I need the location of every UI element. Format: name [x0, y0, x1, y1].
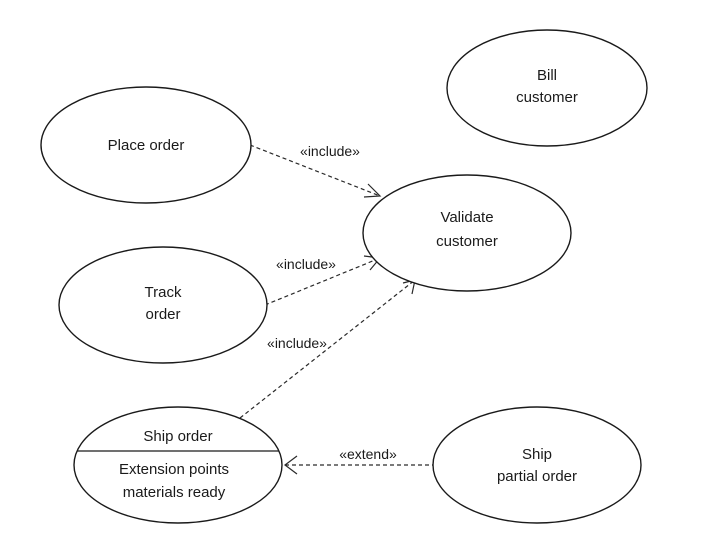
ship-partial-order-line1: Ship: [522, 446, 552, 463]
track-order-line2: order: [145, 306, 180, 323]
bill-customer-line1: Bill: [537, 67, 557, 84]
use-case-bill-customer: Bill customer: [446, 29, 648, 147]
include-place-to-validate: [249, 144, 382, 198]
ship-partial-order-line2: partial order: [497, 468, 577, 485]
use-case-track-order: Track order: [58, 246, 268, 364]
bill-customer-line2: customer: [516, 89, 578, 106]
label-include-ship: «include»: [267, 335, 327, 351]
use-case-ship-partial-order: Ship partial order: [432, 406, 642, 524]
use-case-validate-customer: Validate customer: [362, 174, 572, 292]
ship-order-label: Ship order: [143, 428, 212, 445]
validate-customer-line1: Validate: [440, 209, 493, 226]
label-include-track: «include»: [276, 256, 336, 272]
extension-points-heading: Extension points: [119, 461, 229, 478]
label-extend-partial: «extend»: [339, 446, 397, 462]
label-include-place: «include»: [300, 143, 360, 159]
place-order-label: Place order: [108, 137, 185, 154]
extension-point-materials-ready: materials ready: [123, 484, 226, 501]
extend-partial-to-ship: [284, 455, 436, 475]
track-order-line1: Track: [145, 284, 182, 301]
use-case-ship-order: Ship order Extension points materials re…: [73, 406, 283, 524]
validate-customer-line2: customer: [436, 233, 498, 250]
use-case-place-order: Place order: [40, 86, 252, 204]
